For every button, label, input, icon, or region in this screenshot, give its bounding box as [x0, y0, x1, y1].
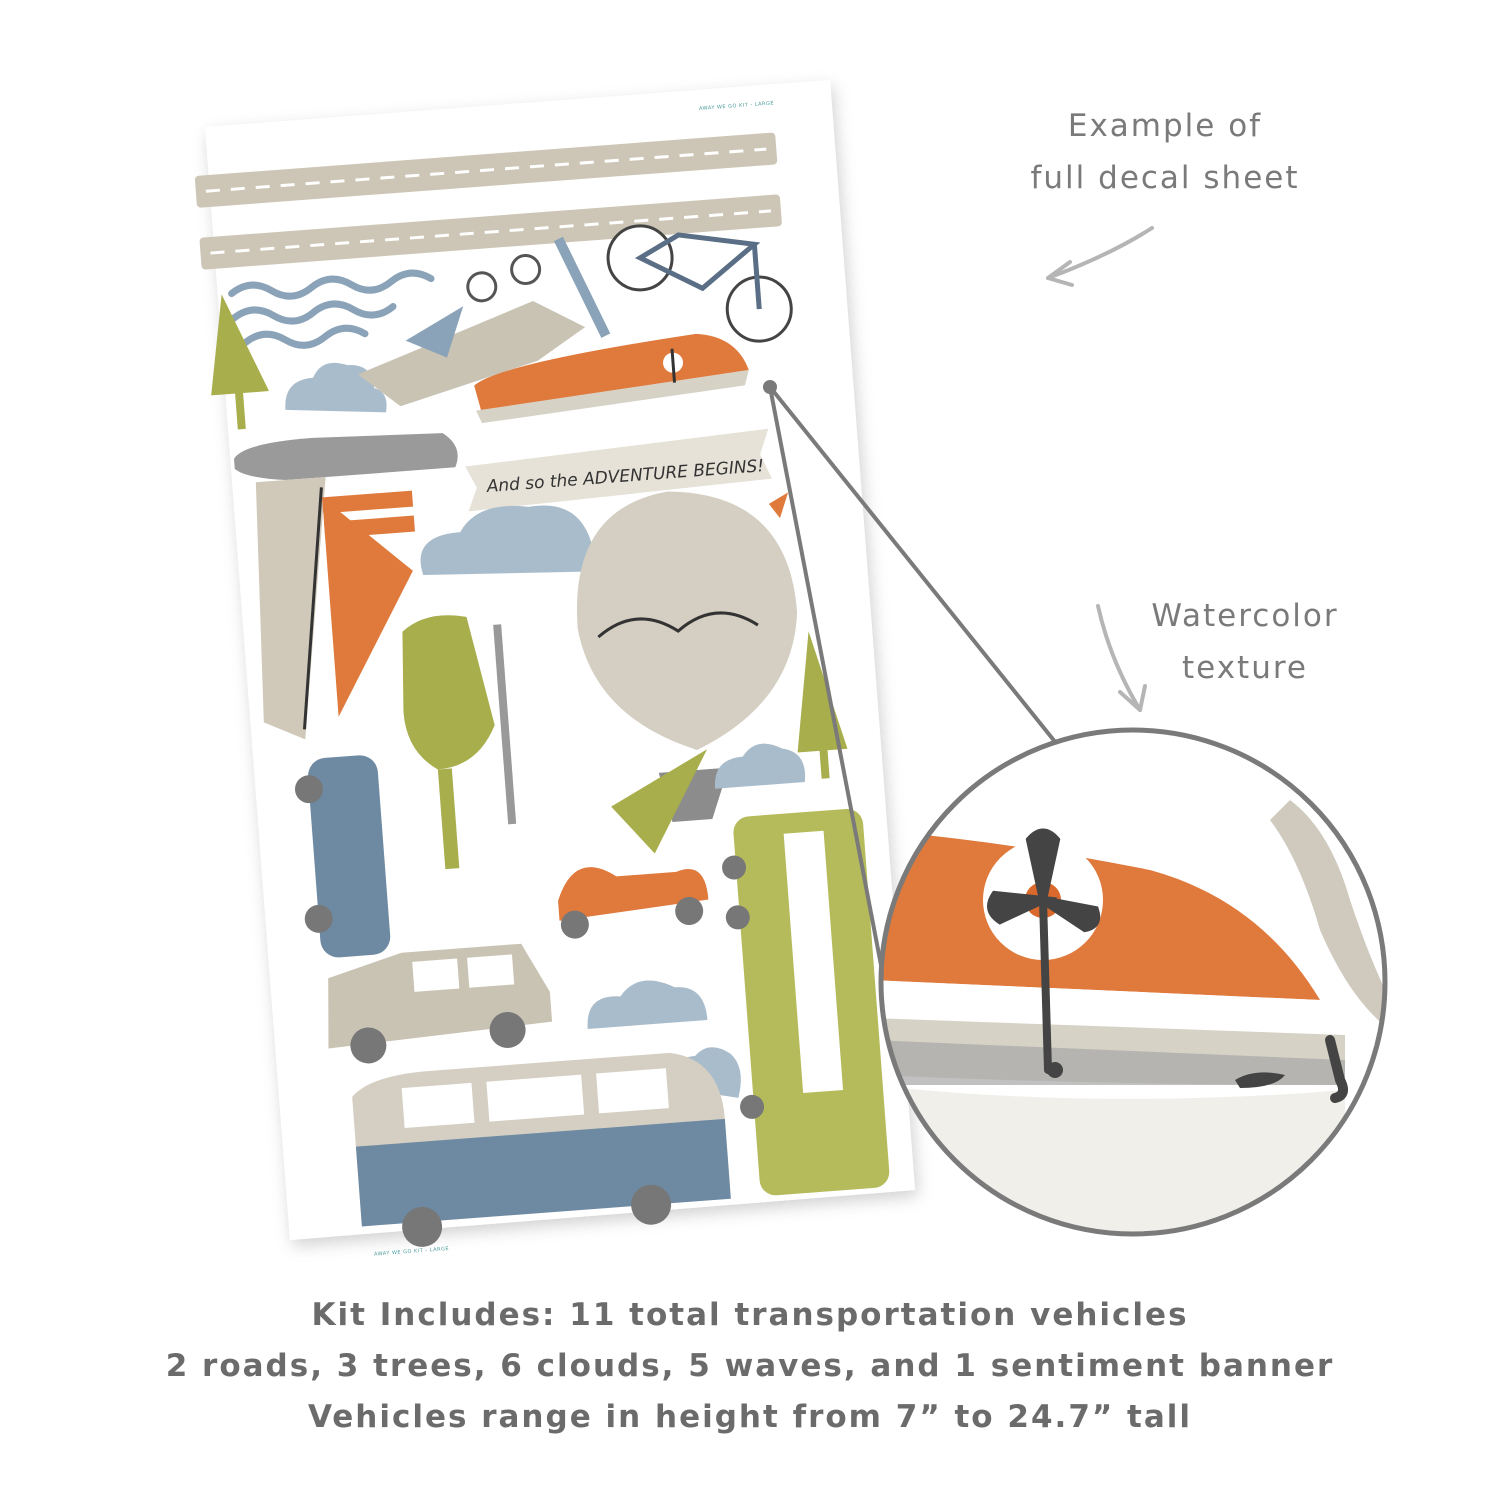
footer-line: 2 roads, 3 trees, 6 clouds, 5 waves, and…: [165, 1348, 1335, 1384]
arrow-icon: [1046, 226, 1154, 280]
callout-example-sheet: Example of full decal sheet: [1010, 100, 1320, 204]
bus-decal: [722, 808, 890, 1196]
blue-car-decal: [294, 755, 391, 958]
wave-decal: [228, 269, 435, 349]
orange-plane-decal: [474, 333, 749, 424]
cloud-decal: [715, 743, 806, 789]
footer-line: Vehicles range in height from 7” to 24.7…: [307, 1399, 1193, 1435]
road-decal: [199, 194, 782, 270]
tree-decal: [611, 749, 708, 854]
callout-line: texture: [1182, 650, 1308, 686]
bicycle-decal: [606, 224, 793, 343]
footer-line: Kit Includes: 11 total transportation ve…: [311, 1297, 1189, 1333]
callout-line: Watercolor: [1151, 598, 1339, 634]
callout-line: full decal sheet: [1030, 160, 1300, 196]
arrow-icon: [1096, 604, 1142, 712]
sheet-top-label: AWAY WE GO KIT - LARGE: [699, 100, 774, 112]
propeller-icon: [987, 828, 1101, 1074]
callout-line: Example of: [1067, 108, 1263, 144]
cloud-decal: [420, 505, 609, 576]
airplane-decal: [358, 236, 611, 407]
road-decal: [194, 132, 778, 208]
kit-contents-description: Kit Includes: 11 total transportation ve…: [0, 1290, 1500, 1443]
sailboat-decal: [302, 487, 415, 730]
tree-decal: [211, 294, 270, 430]
callout-watercolor-texture: Watercolor texture: [1120, 590, 1370, 694]
beige-car-decal: [328, 943, 553, 1064]
sheet-bottom-label: AWAY WE GO KIT - LARGE: [374, 1246, 449, 1258]
helicopter-decal: [402, 615, 517, 870]
cloud-decal: [587, 980, 708, 1029]
scooter-decal: [558, 867, 709, 939]
zoom-detail-circle: [878, 727, 1388, 1237]
van-decal: [352, 1052, 731, 1247]
decal-sheet-content: AWAY WE GO KIT - LARGE: [194, 100, 890, 1258]
